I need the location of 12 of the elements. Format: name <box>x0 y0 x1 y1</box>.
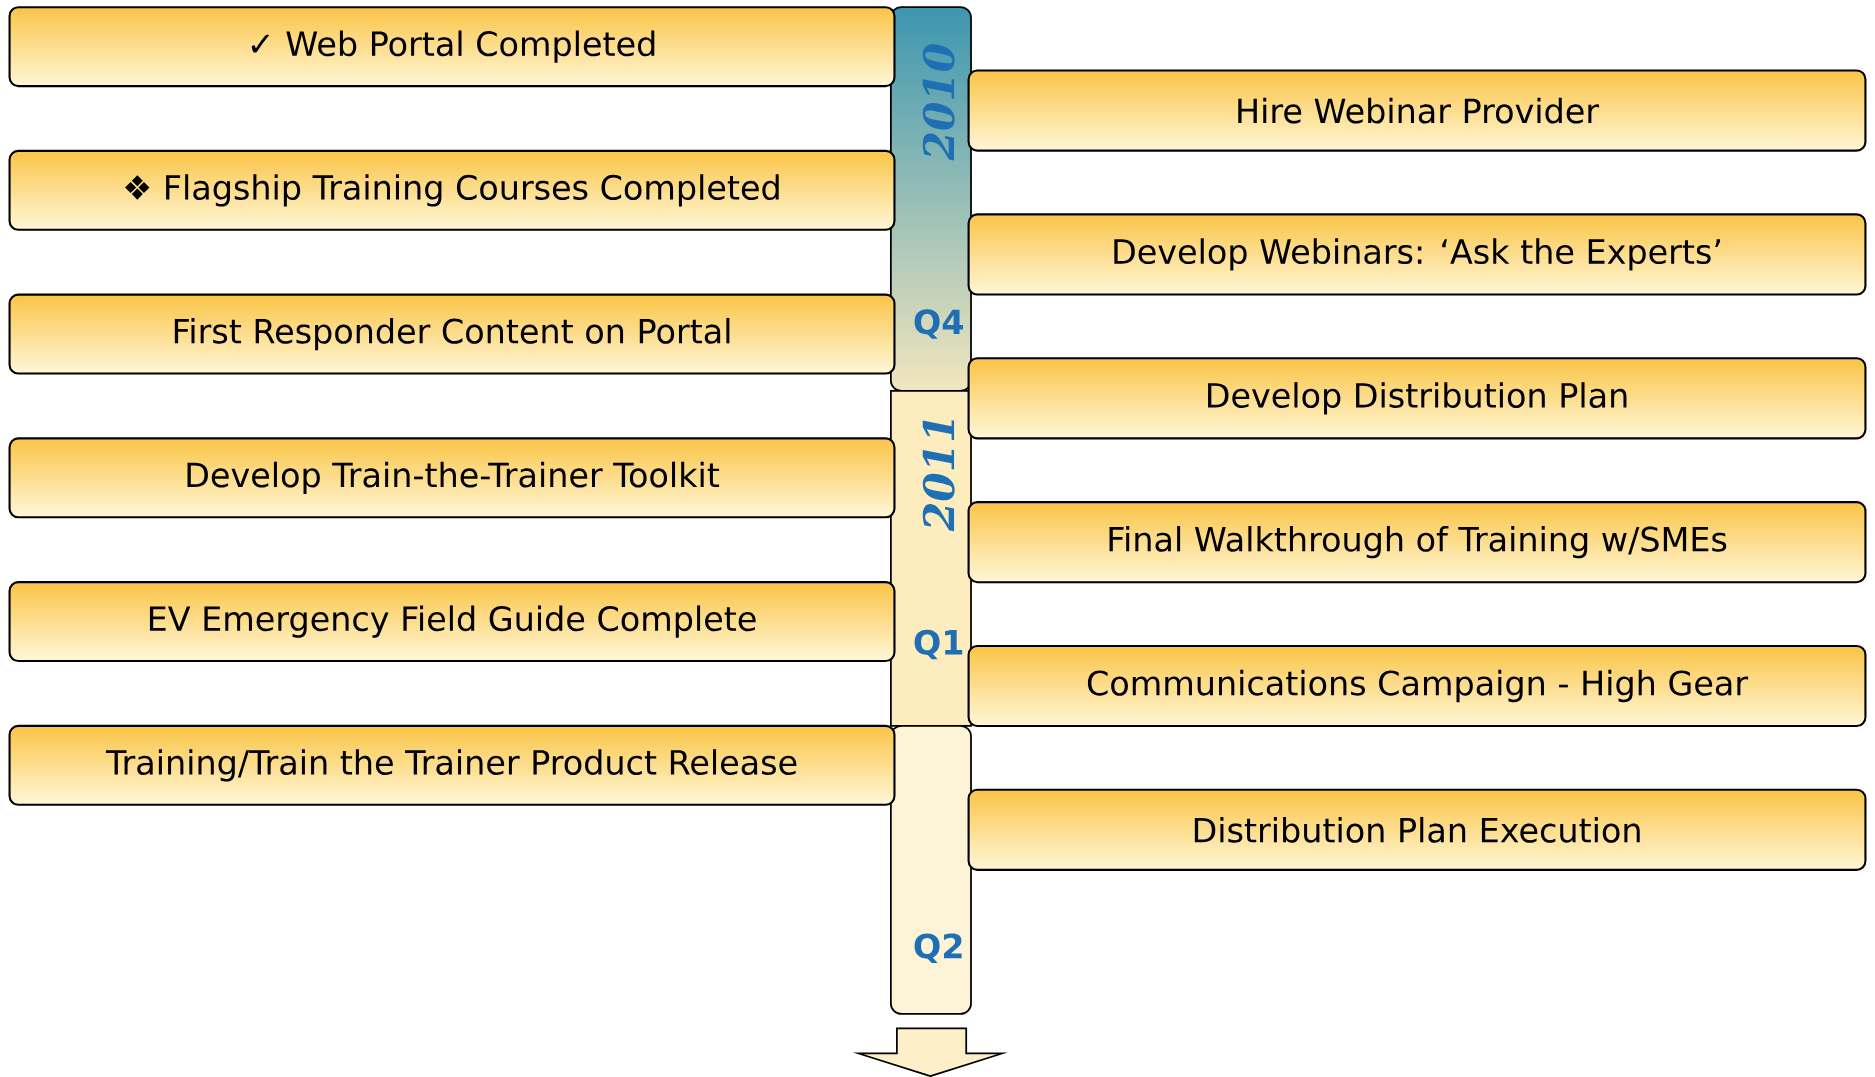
quarter-label: Q4 <box>914 309 963 339</box>
milestone-box: Develop Train-the-Trainer Toolkit <box>8 437 896 519</box>
milestone-box: Final Walkthrough of Training w/SMEs <box>967 500 1867 584</box>
year-label: 2011 <box>922 420 955 532</box>
milestone-box: Distribution Plan Execution <box>967 788 1867 871</box>
quarter-label: Q1 <box>914 629 963 660</box>
milestone-box: EV Emergency Field Guide Complete <box>8 580 896 662</box>
milestone-box: Training/Train the Trainer Product Release <box>8 724 896 806</box>
quarter-label: Q2 <box>914 933 962 963</box>
milestone-box: Develop Distribution Plan <box>967 357 1867 440</box>
milestone-box: Communications Campaign - High Gear <box>967 644 1867 727</box>
year-label: 2010 <box>922 44 955 161</box>
